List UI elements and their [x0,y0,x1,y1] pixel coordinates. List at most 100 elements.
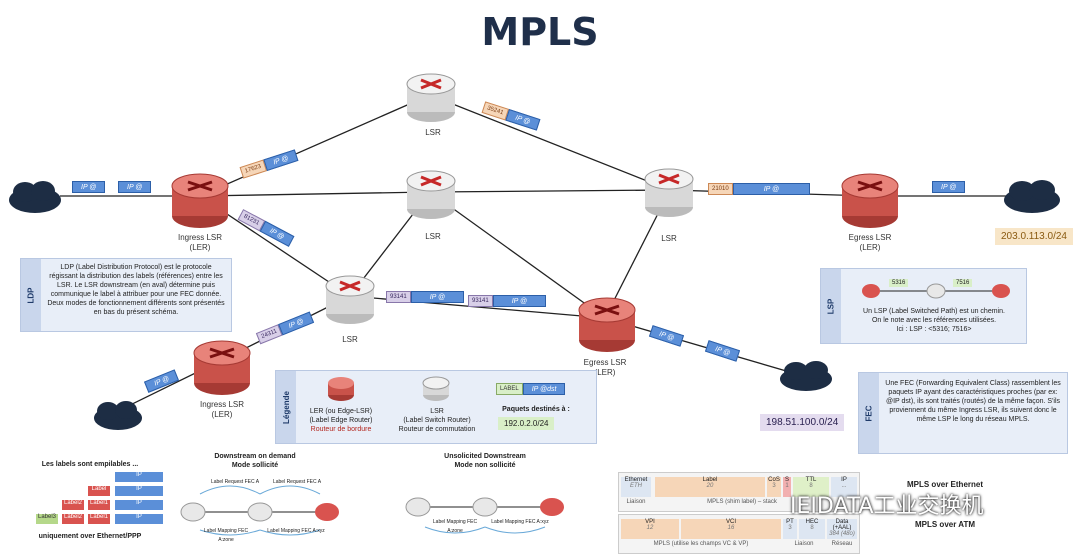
legend-dest: Paquets destinés à : [502,406,570,413]
lsr-router-icon [644,168,694,217]
stack-ip: IP [115,472,163,482]
stack-ip: IP [115,486,163,496]
packet-ip-text: IP @ [72,181,106,193]
eth-col-value: 8 [809,483,813,489]
eth-col-name: CoS [768,477,780,483]
atm-col-value: 16 [727,525,735,531]
egress1-label: Egress LSR(LER) [835,233,905,253]
prefix-badge: 203.0.113.0/24 [995,228,1073,245]
dod-map-1: Label Mapping FEC A:zone [203,528,249,543]
stack-label: Label1 [88,514,110,524]
legend-lsr-3: Routeur de commutation [398,426,476,433]
eth-col-name: Ethernet [624,477,648,483]
ldp-text: LDP (Label Distribution Protocol) est le… [47,264,225,316]
atm-col-name: HEC [805,519,819,525]
stack-title: Les labels sont empilables ... [41,461,139,468]
atm-net: Réseau [831,541,853,547]
ud-map-2: Label Mapping FEC A:xyz [491,519,549,525]
lsp-tag: LSP [821,269,841,343]
fec-text: Une FEC (Forwarding Equivalent Class) ra… [885,380,1061,423]
lsp-label-b: 7516 [953,279,973,287]
atm-col-name: VCI [725,519,736,525]
egress2-sub: (LER) [594,368,616,377]
ud-title-1: Unsolicited Downstream [444,453,526,460]
eth-shim: MPLS (shim label) – stack [707,499,777,505]
packet-ip-text: IP @ [492,295,547,307]
dod-title-1: Downstream on demand [214,453,296,460]
packet-ip-text: IP @ [932,181,966,193]
lsr-router-icon [406,170,456,219]
atm-col-name: Data (+AAL) [832,519,852,531]
lsr-top-label: LSR [425,128,441,137]
ud-title-2: Mode non sollicité [454,462,516,469]
cloud-icon [94,401,142,430]
lsr-router-icon [406,73,456,122]
eth-col-value: ETH [630,483,642,489]
eth-col-value: ... [841,483,847,489]
stack-label: Label2 [62,500,84,510]
ingress1-name: Ingress LSR [177,233,223,242]
dod-req-1: Label Request FEC A [210,479,260,485]
legend-panel: Légende LER (ou Edge-LSR) (Label Edge Ro… [275,370,597,444]
legend-ler-1: LER (ou Edge-LSR) [309,408,373,415]
legend-ler-3: Routeur de bordure [310,426,372,433]
legend-tag: Légende [276,371,296,443]
ud-map-1: Label Mapping FEC A:zone [432,519,478,534]
ler-router-icon [171,173,229,228]
atm-col-value: 8 [810,525,814,531]
eth-col-name: TTL [805,477,817,483]
eth-col-ip: IP... [831,477,857,497]
atm-col-value: 384 (48o) [829,531,855,537]
dod-diagram [180,485,339,536]
legend-lsr-1: LSR [430,408,444,415]
legend-packet-ip: IP @dst [522,383,566,395]
cloud-icon [780,361,832,391]
ingress2-label: Ingress LSR(LER) [186,400,258,420]
fec-tag: FEC [859,373,879,453]
stack-label: Label3 [36,514,58,524]
lsr-router-icon [422,376,450,401]
ler-router-icon [578,297,636,352]
page-title: MPLS [481,10,599,54]
prefix-badge: 198.51.100.0/24 [760,414,845,431]
cloud-icon [9,181,61,213]
packet-ip: IP @ [932,181,966,193]
eth-link: Liaison [626,499,646,505]
legend-ler-2: (Label Edge Router) [309,417,373,424]
eth-title: MPLS over Ethernet [906,480,983,489]
lsp-path-diagram [862,283,1010,299]
legend-packet-label: LABEL [496,383,523,395]
packet-ip-text: IP @ [118,181,152,193]
dod-map-2: Label Mapping FEC A:xyz [267,528,325,534]
lsr-left-label: LSR [342,335,358,344]
eth-col-value: 1 [785,483,789,489]
lsr-center-label: LSR [425,232,441,241]
lsp-label-a: 5316 [889,279,909,287]
legend-lsr: LSR (Label Switch Router) Routeur de com… [394,407,480,434]
packet-ip: IP @ [118,181,152,193]
egress1-sub: (LER) [859,243,881,252]
dod-title-2: Mode sollicité [231,462,279,469]
ler-router-icon [841,173,899,228]
eth-col-value: 20 [706,483,714,489]
atm-link: Liaison [794,541,814,547]
atm-col-name: PT [786,519,794,525]
ler-router-icon [328,377,354,401]
legend-ler: LER (ou Edge-LSR) (Label Edge Router) Ro… [301,407,381,434]
fec-panel: FEC Une FEC (Forwarding Equivalent Class… [858,372,1068,454]
lsr-right-label: LSR [661,234,677,243]
cloud-icon [1004,180,1060,213]
ler-router-icon [193,340,251,395]
